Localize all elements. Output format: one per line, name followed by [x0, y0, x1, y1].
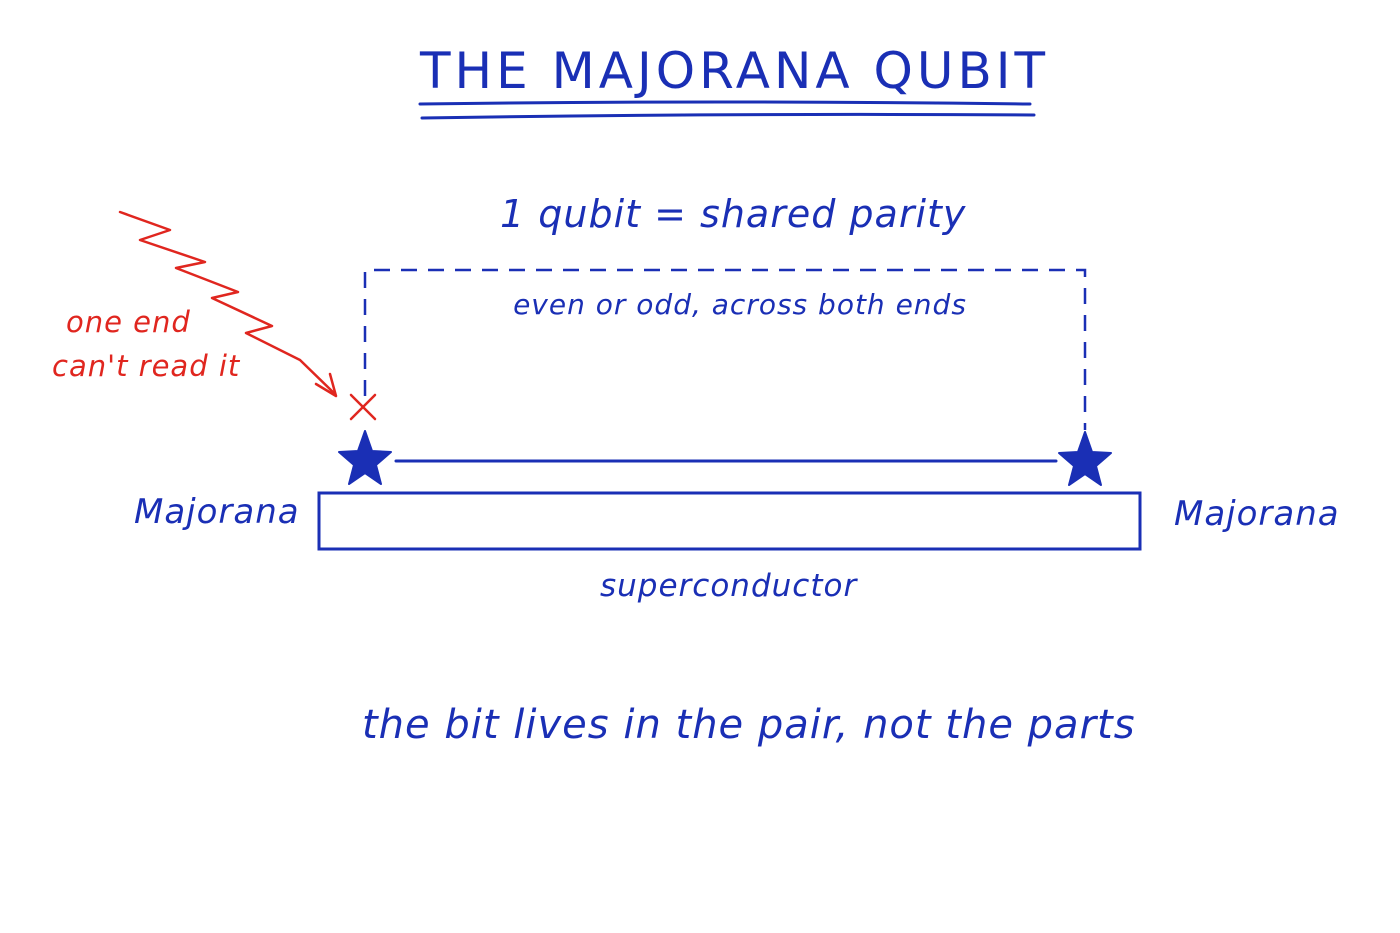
superconductor-bar: [317, 491, 1142, 551]
majorana-label-right: Majorana: [1174, 494, 1340, 534]
noise-lightning-arrow: [118, 210, 337, 396]
parity-note: even or odd, across both ends: [513, 288, 967, 321]
superconductor-label: superconductor: [600, 568, 858, 604]
qubit-equation: 1 qubit = shared parity: [500, 192, 967, 236]
noise-note-line-2: can't read it: [52, 349, 241, 383]
x-icon: [349, 393, 377, 421]
majorana-label-left: Majorana: [134, 492, 300, 532]
star-icon: [1058, 431, 1112, 486]
parity-bracket: [363, 268, 1087, 430]
page-title: THE MAJORANA QUBIT: [420, 42, 1050, 100]
star-icon: [338, 430, 392, 485]
title-underline-second: [420, 112, 1036, 120]
title-underline: [418, 100, 1032, 106]
noise-note-line-1: one end: [66, 305, 191, 339]
noise-arrowhead: [314, 372, 338, 398]
tagline: the bit lives in the pair, not the parts: [362, 702, 1136, 748]
